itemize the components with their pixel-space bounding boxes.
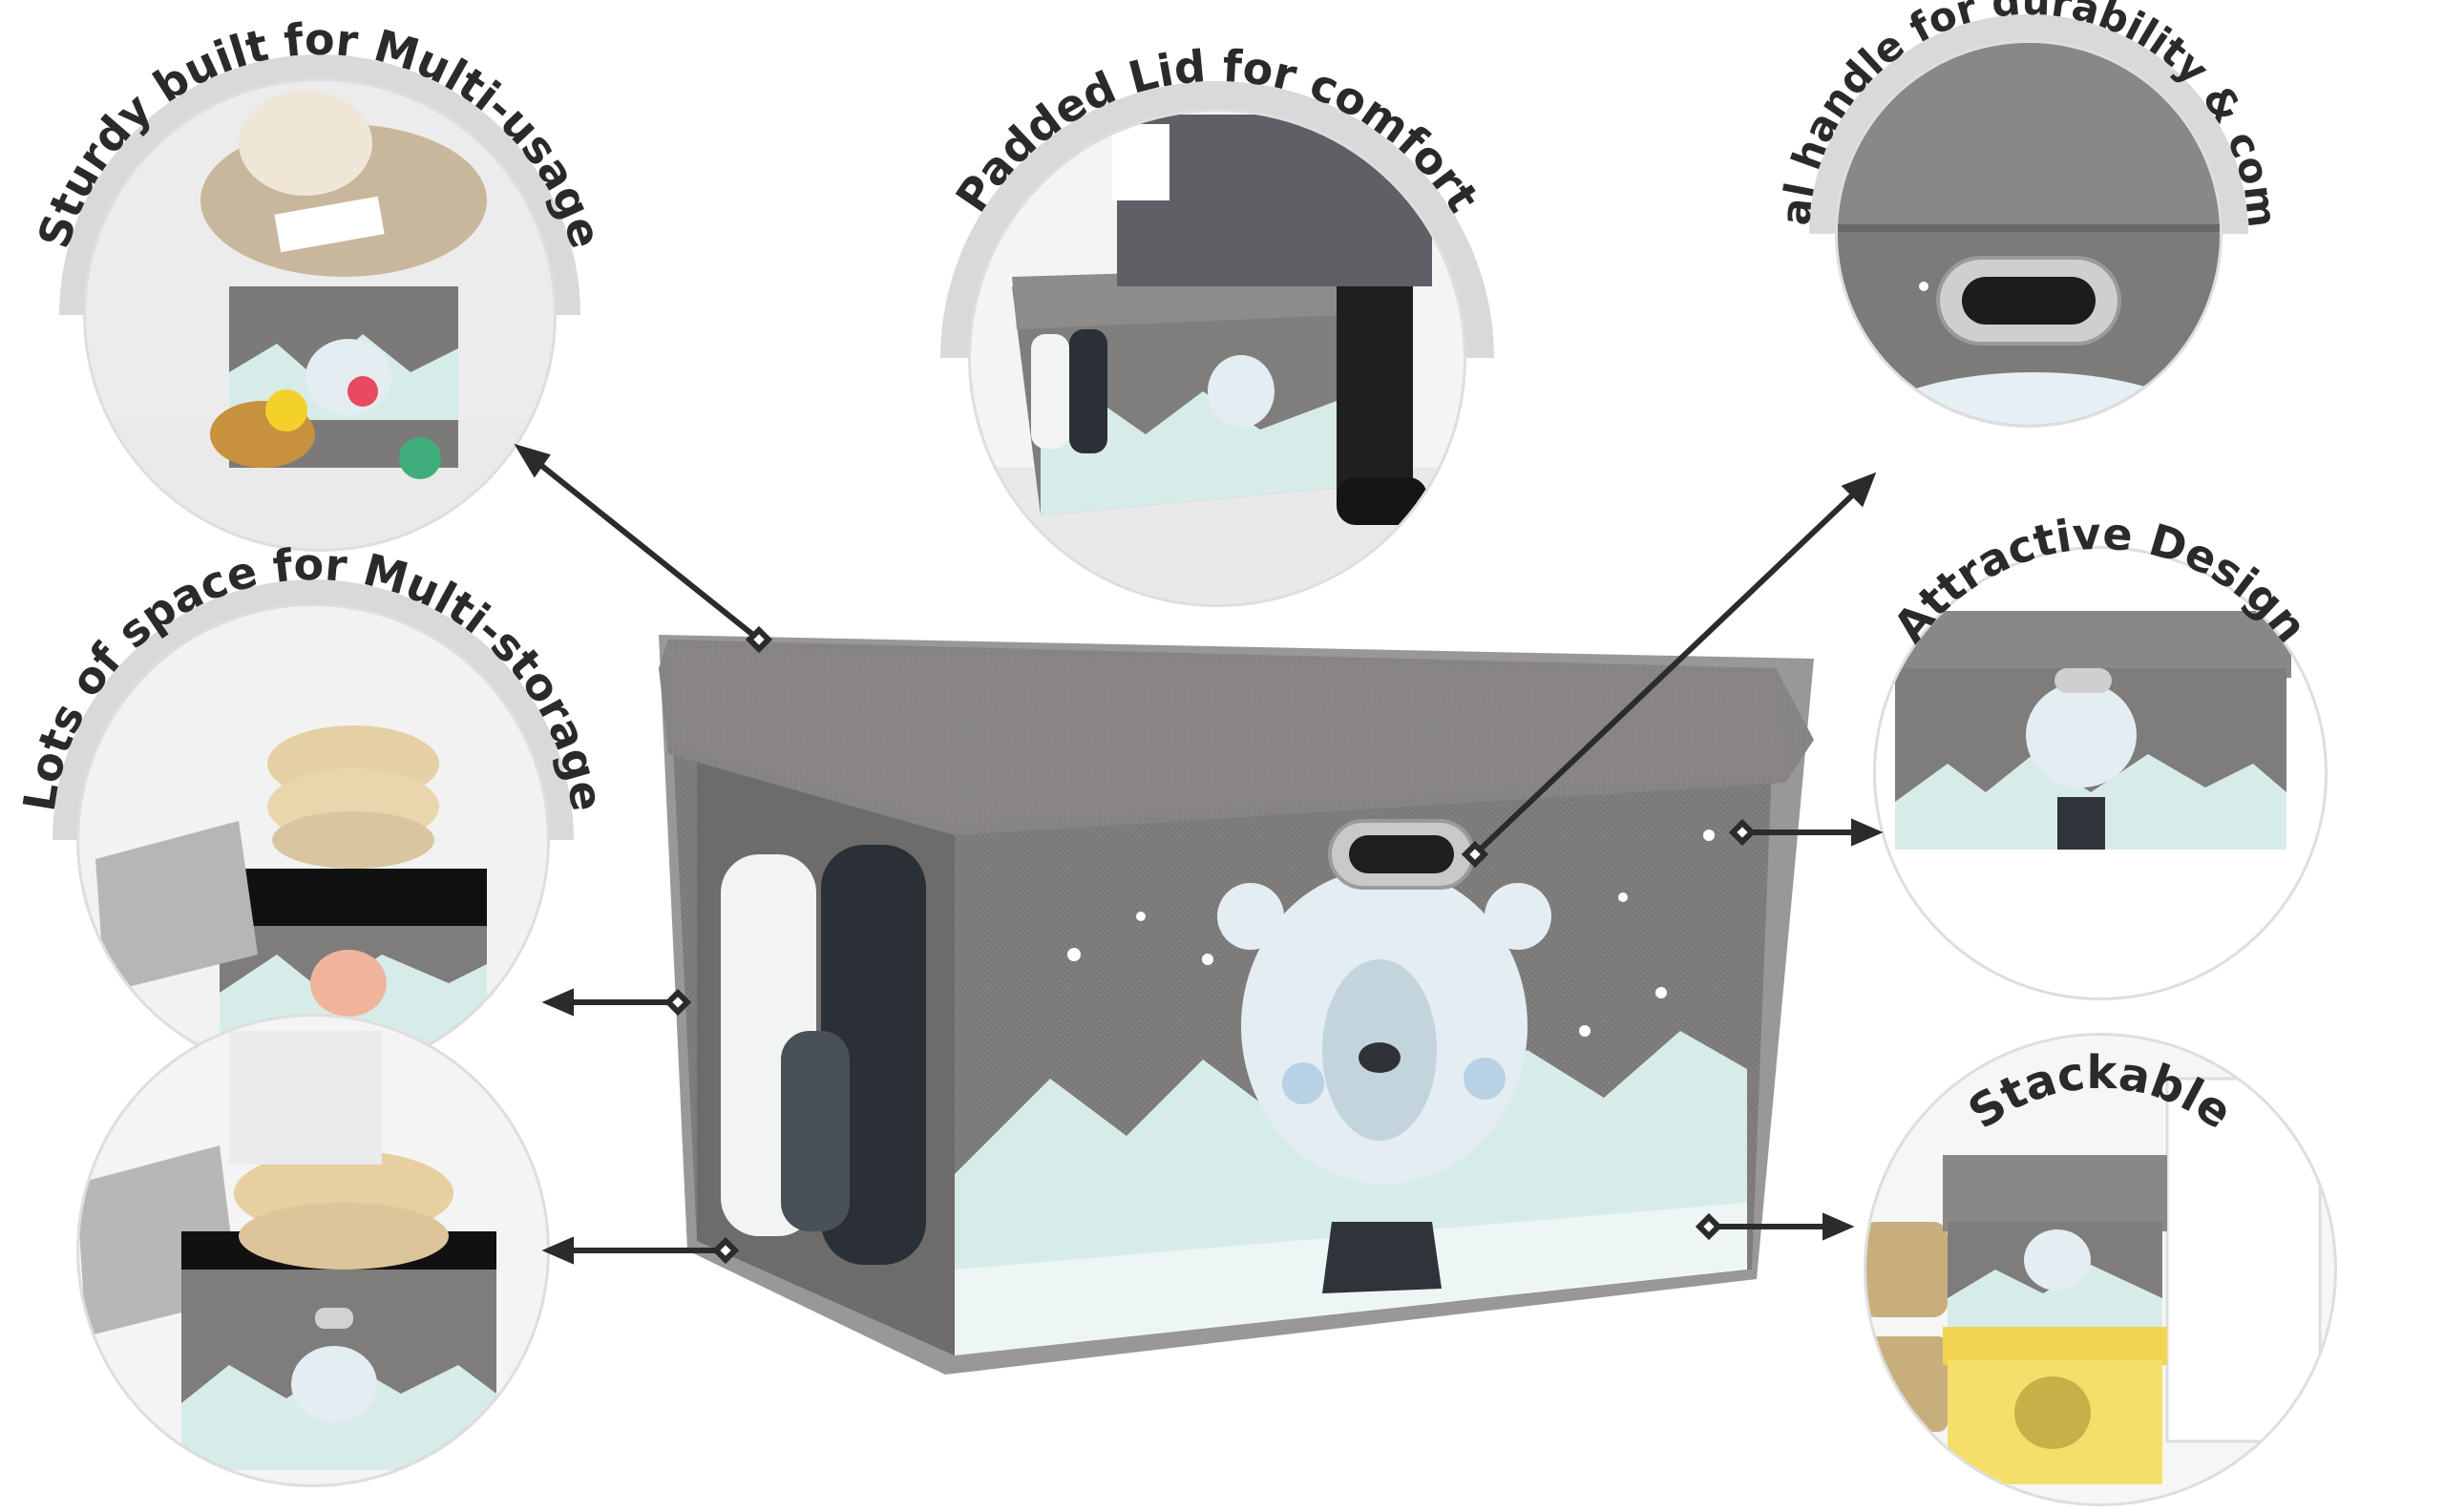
main-product-box (659, 635, 1814, 1375)
callout-storage-bottom (76, 1014, 550, 1487)
arrow-sturdy (514, 443, 773, 654)
polar-bear-illustration (1217, 869, 1551, 1293)
callout-storage-top: Lots of space for Multi-storage (13, 538, 613, 1077)
three-bears-illustration (721, 845, 926, 1265)
callout-sturdy: Sturdy built for Multi-usage (28, 13, 612, 552)
arrow-stackable (1695, 1212, 1855, 1241)
pointer-arrows (514, 443, 1884, 1265)
snow-dots (1067, 830, 1715, 1037)
callout-padded-lid: Padded Lid for comfort (940, 40, 1494, 607)
callout-stackable: Stackable (1864, 1033, 2337, 1506)
arrow-design (1728, 818, 1884, 847)
lid (659, 640, 1814, 835)
arrow-metal-handle (1461, 472, 1877, 869)
arrow-storage-top (541, 988, 692, 1017)
metal-handle (1328, 819, 1475, 890)
callout-attractive-design: Attractive Design (1873, 508, 2328, 1000)
arrow-storage-bottom (541, 1236, 740, 1265)
